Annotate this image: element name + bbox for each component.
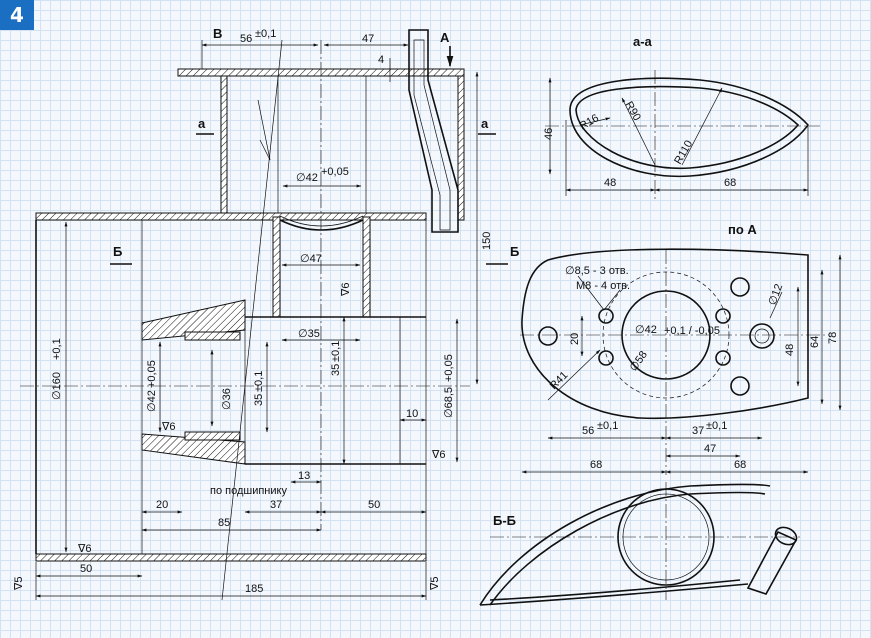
dim-view-37-tol: ±0,1 (706, 420, 727, 432)
body-bottom-wall (35, 553, 427, 562)
nozzle-top (141, 299, 246, 341)
dim-r110: R110 (672, 138, 695, 166)
bearing-note: по подшипнику (210, 485, 287, 497)
dim-20: 20 (156, 499, 168, 511)
dim-56: 56 (240, 33, 252, 45)
dim-85: 85 (218, 517, 230, 529)
dim-d47: ∅47 (300, 253, 322, 265)
dim-view-d58: ∅58 (628, 349, 650, 374)
dim-50-mid: 50 (368, 499, 380, 511)
view-a-title: по А (728, 222, 757, 237)
dim-view-37: 37 (692, 425, 704, 437)
dim-view-78: 78 (827, 332, 839, 344)
dim-d42-left: ∅42 (146, 390, 158, 412)
section-b-pipe (746, 530, 798, 595)
dim-r90: R90 (622, 100, 642, 123)
dim-150: 150 (481, 232, 493, 250)
upper-pipe-left-wall (220, 75, 228, 214)
dim-47: 47 (362, 33, 374, 45)
dim-d42: ∅42 (296, 172, 318, 184)
dim-view-20: 20 (569, 333, 581, 345)
dim-view-r41: R41 (548, 369, 571, 392)
dim-view-68-left: 68 (590, 459, 602, 471)
dim-4: 4 (378, 54, 384, 66)
roughness-v6-a: ∇6 (340, 283, 352, 297)
dim-view-d42: ∅42 (635, 324, 657, 336)
dim-view-56-tol: ±0,1 (597, 420, 618, 432)
dim-48: 48 (604, 177, 616, 189)
dim-35-b: 35 (330, 364, 342, 376)
marker-b: В (213, 26, 222, 41)
inner-tube-right-wall (362, 216, 371, 318)
roughness-v5-right: ∇5 (429, 577, 441, 591)
section-a-a-title: а-а (633, 34, 653, 49)
dim-35-a: 35 (253, 394, 265, 406)
marker-b-right: Б (510, 244, 519, 259)
dim-view-d12: ∅12 (767, 282, 786, 307)
bearing-seat-top (184, 331, 241, 341)
roughness-v5-left: ∇5 (13, 577, 25, 591)
dim-d42-tol: +0,05 (321, 166, 349, 178)
dim-46: 46 (543, 128, 555, 140)
upper-pipe-right-wall (457, 75, 465, 221)
figure-number-badge: 4 (0, 0, 34, 30)
dim-view-d42-tol: +0,1 / -0,05 (664, 325, 720, 337)
dim-r16: R16 (578, 112, 601, 132)
dim-d68-5: ∅68,5 (443, 387, 455, 418)
dim-56-tol: ±0,1 (255, 28, 276, 40)
inclined-pipe (408, 29, 459, 233)
dim-185: 185 (245, 583, 263, 595)
holes-d8-5: ∅8,5 - 3 отв. (565, 265, 629, 277)
view-a: по А ∅8,5 - 3 отв. M8 - 4 отв. 20 ∅42 +0… (520, 222, 842, 475)
dim-d35: ∅35 (298, 328, 320, 340)
marker-a-left: а (198, 116, 206, 131)
roughness-v6-d: ∇6 (77, 543, 91, 555)
dim-50-bottom: 50 (80, 563, 92, 575)
inner-tube-left-wall (272, 216, 281, 318)
body-top-wall (35, 212, 427, 221)
main-section-view: В А а а Б Б 56 ±0,1 47 4 ∅42 +0,05 ∅47 ∅… (13, 26, 519, 601)
roughness-v6-b: ∇6 (161, 421, 175, 433)
roughness-v6-c: ∇6 (431, 449, 445, 461)
dim-d160: ∅160 (51, 372, 63, 400)
dim-68: 68 (724, 177, 736, 189)
section-b-b-title: Б-Б (493, 513, 516, 528)
dim-d160-tol: +0,1 (51, 338, 63, 360)
dim-view-48: 48 (784, 344, 796, 356)
dim-view-56: 56 (582, 425, 594, 437)
marker-a-view: А (440, 30, 450, 45)
dim-35-a-tol: ±0,1 (253, 371, 265, 392)
holes-m8: M8 - 4 отв. (576, 280, 630, 292)
dim-d68-5-tol: +0,05 (443, 354, 455, 382)
dim-d36: ∅36 (221, 388, 233, 410)
dim-10: 10 (406, 408, 418, 420)
section-b-b-view: Б-Б (479, 482, 800, 606)
marker-a-right: а (481, 116, 489, 131)
dim-view-47: 47 (704, 443, 716, 455)
dim-13: 13 (298, 470, 310, 482)
bearing-seat-bottom (184, 431, 241, 441)
dim-d42-left-tol: +0,05 (146, 360, 158, 388)
dim-37: 37 (270, 499, 282, 511)
section-a-a-view: а-а 46 R16 R90 R110 48 68 (543, 34, 820, 200)
dim-view-68-right: 68 (734, 459, 746, 471)
dim-35-b-tol: ±0,1 (330, 341, 342, 362)
dim-view-64: 64 (809, 336, 821, 348)
marker-b-left: Б (113, 244, 122, 259)
